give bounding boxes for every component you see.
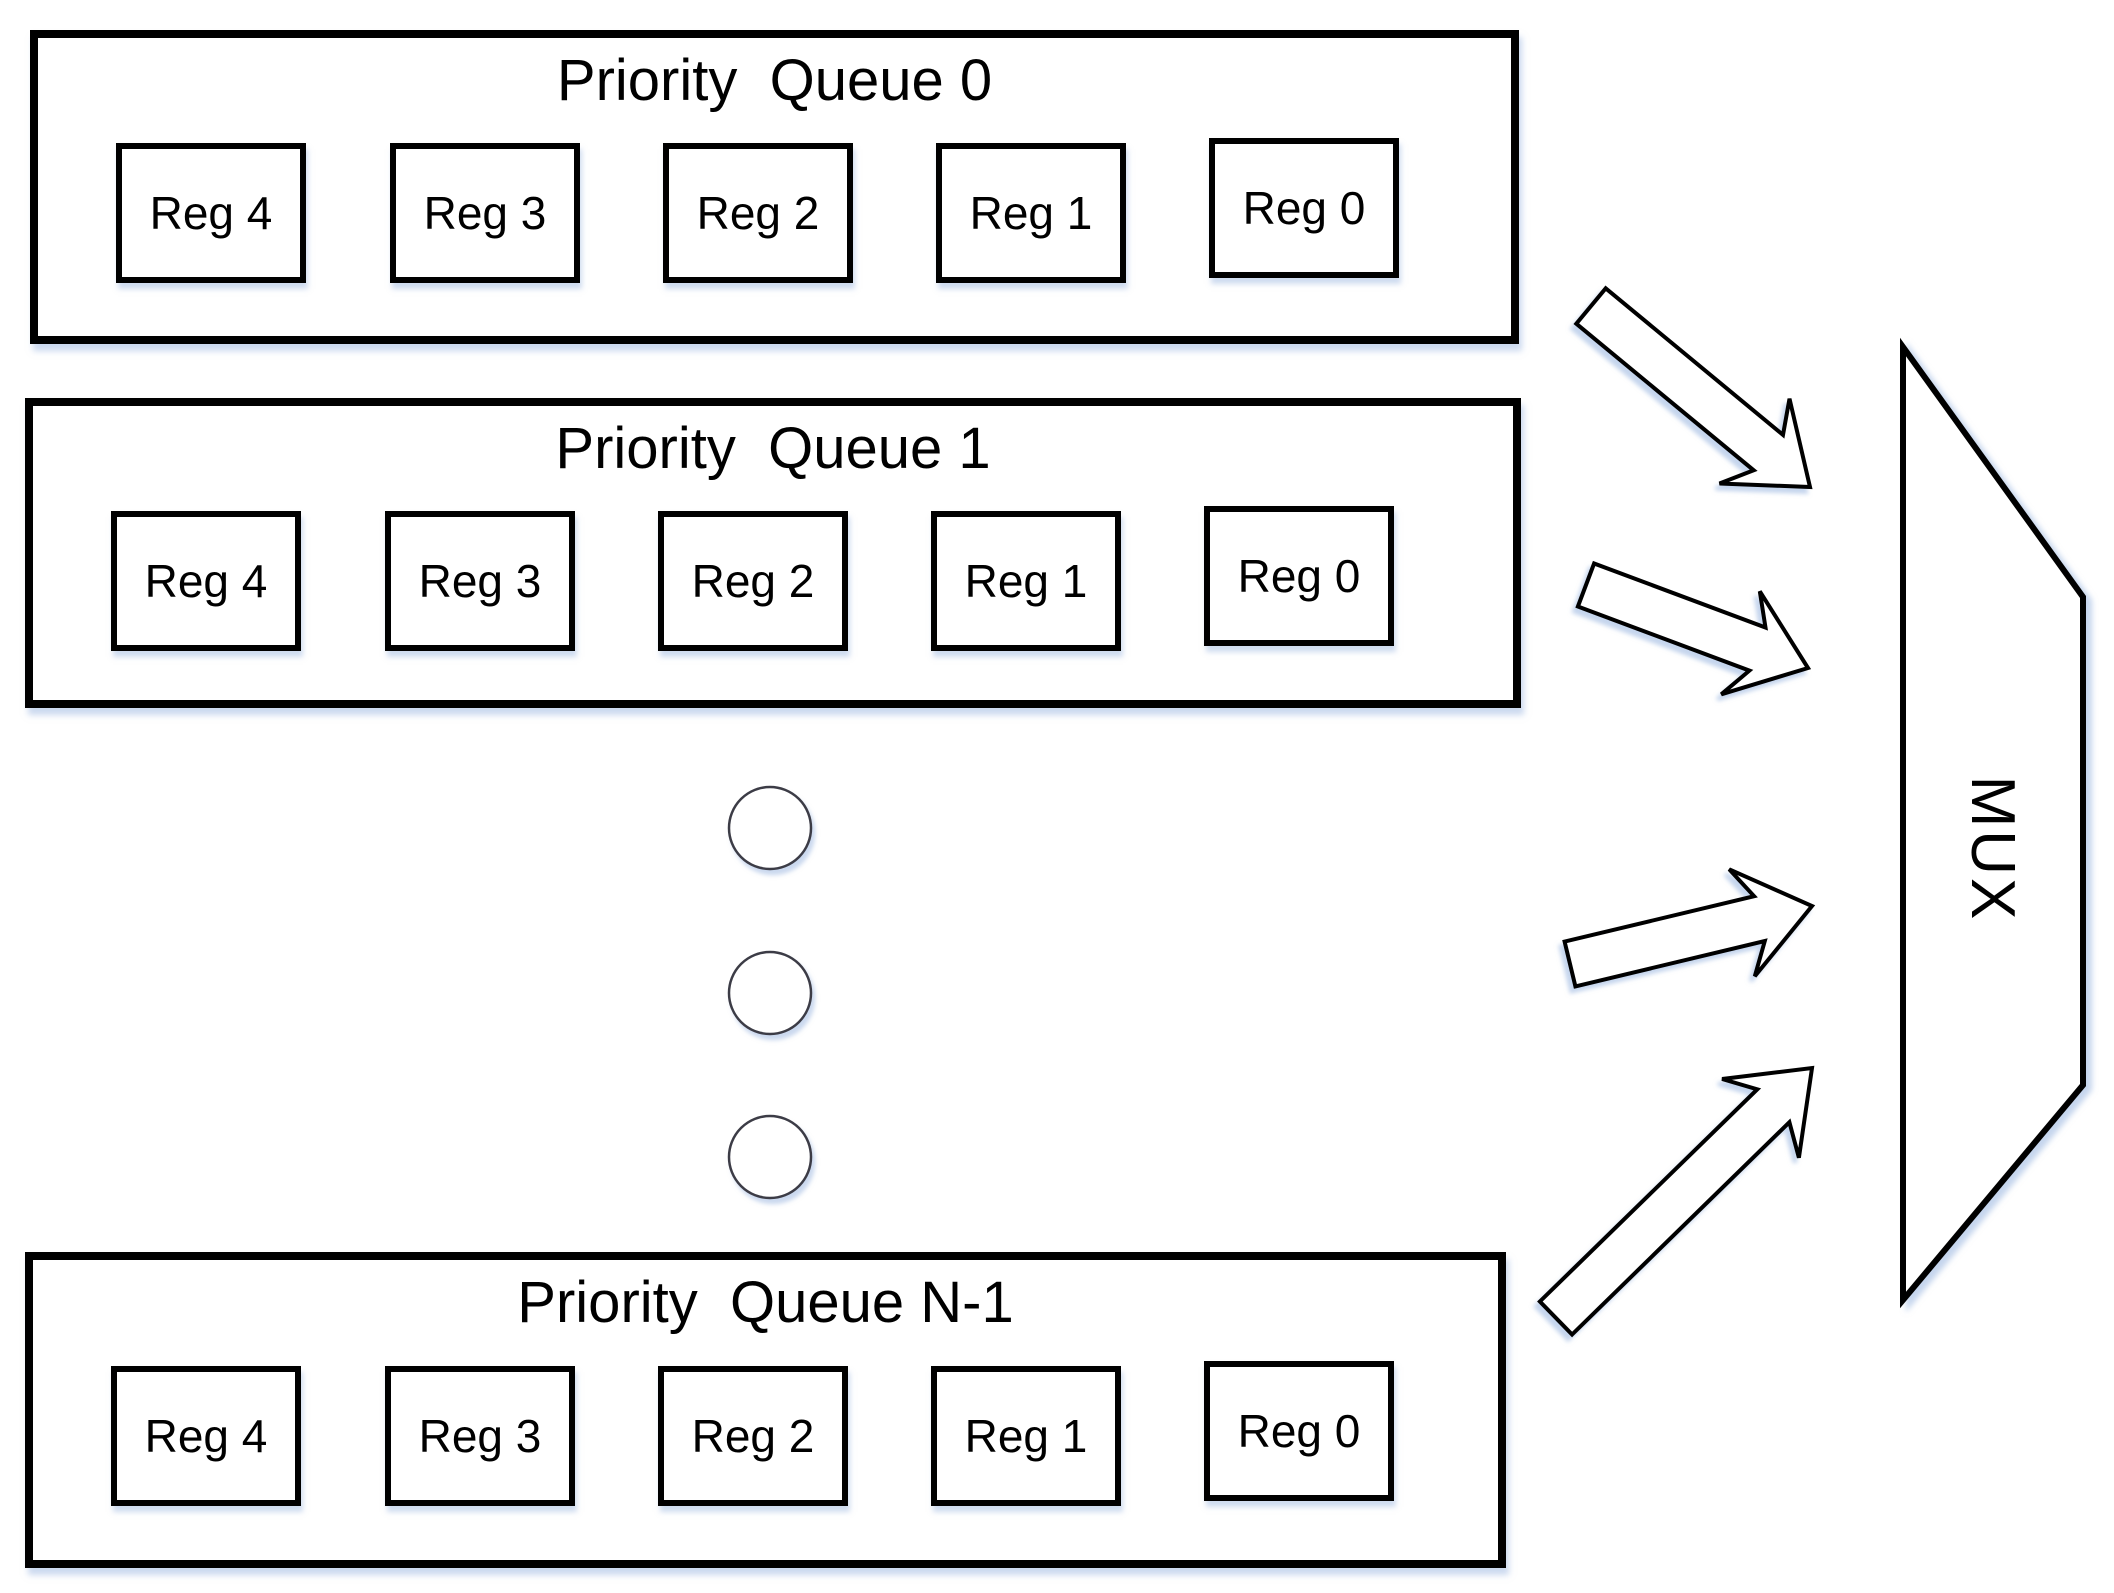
- register-label: Reg 0: [1242, 182, 1366, 234]
- register-label: Reg 3: [418, 1410, 542, 1462]
- register-label: Reg 2: [696, 187, 820, 239]
- register-box: Reg 1: [931, 1366, 1121, 1506]
- register-label: Reg 4: [144, 1410, 268, 1462]
- queue-title: Priority Queue 1: [555, 416, 991, 481]
- register-label: Reg 1: [964, 555, 1088, 607]
- register-box: Reg 0: [1204, 506, 1394, 646]
- register-label: Reg 4: [144, 555, 268, 607]
- register-label: Reg 1: [964, 1410, 1088, 1462]
- mux-shape: [1900, 337, 2086, 1309]
- register-box: Reg 2: [658, 511, 848, 651]
- priority-queue-n-1: Priority Queue N-1 Reg 4 Reg 3 Reg 2 Reg…: [25, 1252, 1506, 1568]
- queue-title: Priority Queue N-1: [517, 1270, 1014, 1335]
- priority-queue-0: Priority Queue 0 Reg 4 Reg 3 Reg 2 Reg 1…: [30, 30, 1519, 344]
- register-label: Reg 2: [691, 555, 815, 607]
- queueN1-to-mux-arrow: [1537, 1065, 1815, 1338]
- queue1-to-mux-arrow: [1575, 560, 1812, 697]
- register-box: Reg 1: [931, 511, 1121, 651]
- register-box: Reg 4: [111, 1366, 301, 1506]
- ellipsis-dot-2: [727, 950, 813, 1036]
- register-box: Reg 3: [385, 1366, 575, 1506]
- priority-queue-1: Priority Queue 1 Reg 4 Reg 3 Reg 2 Reg 1…: [25, 398, 1521, 708]
- register-label: Reg 3: [423, 187, 547, 239]
- queue-middle-to-mux-arrow: [1562, 867, 1816, 989]
- register-label: Reg 0: [1237, 550, 1361, 602]
- register-box: Reg 0: [1209, 138, 1399, 278]
- register-label: Reg 3: [418, 555, 542, 607]
- register-label: Reg 1: [969, 187, 1093, 239]
- queue0-to-mux-arrow: [1573, 285, 1813, 490]
- register-box: Reg 2: [658, 1366, 848, 1506]
- register-box: Reg 1: [936, 143, 1126, 283]
- register-box: Reg 3: [385, 511, 575, 651]
- mux-label: MUX: [1958, 775, 2028, 923]
- register-box: Reg 2: [663, 143, 853, 283]
- register-label: Reg 4: [149, 187, 273, 239]
- register-box: Reg 4: [111, 511, 301, 651]
- ellipsis-dot-1: [727, 785, 813, 871]
- queue-title: Priority Queue 0: [556, 48, 993, 113]
- register-label: Reg 2: [691, 1410, 815, 1462]
- register-box: Reg 3: [390, 143, 580, 283]
- register-label: Reg 0: [1237, 1405, 1361, 1457]
- register-box: Reg 0: [1204, 1361, 1394, 1501]
- register-box: Reg 4: [116, 143, 306, 283]
- ellipsis-dot-3: [727, 1114, 813, 1200]
